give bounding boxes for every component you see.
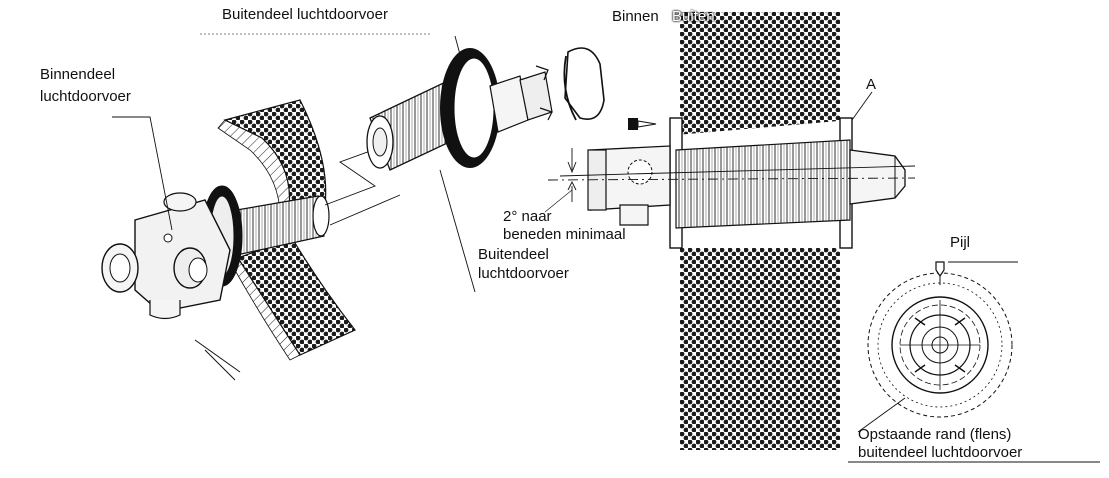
label-outer-part-top: Buitendeel luchtdoorvoer <box>222 6 388 23</box>
inner-part-fitting <box>101 192 231 320</box>
left-exploded-view <box>101 99 401 381</box>
label-angle-line1: 2° naar <box>503 208 552 225</box>
label-buiten: Buiten <box>672 8 715 25</box>
arrow-marker-icon <box>935 261 945 285</box>
outer-part-assembly <box>366 35 605 293</box>
end-cap <box>564 47 605 120</box>
label-a: A <box>866 76 877 93</box>
label-pijl: Pijl <box>950 234 971 251</box>
label-inner-part-line2: luchtdoorvoer <box>40 88 131 105</box>
label-flange-line2: buitendeel luchtdoorvoer <box>858 444 1023 461</box>
label-inner-part-line1: Binnendeel <box>40 66 116 83</box>
flange-front-view <box>848 261 1100 463</box>
label-angle-line2: beneden minimaal <box>503 226 626 243</box>
label-binnen: Binnen <box>612 8 659 25</box>
label-outer-part-mid-line1: Buitendeel <box>478 246 549 263</box>
label-flange-line1: Opstaande rand (flens) <box>858 426 1012 443</box>
screw-icon <box>628 118 657 130</box>
inner-t-fitting <box>587 145 671 226</box>
cross-section-view <box>544 12 916 450</box>
label-outer-part-mid-line2: luchtdoorvoer <box>478 265 569 282</box>
